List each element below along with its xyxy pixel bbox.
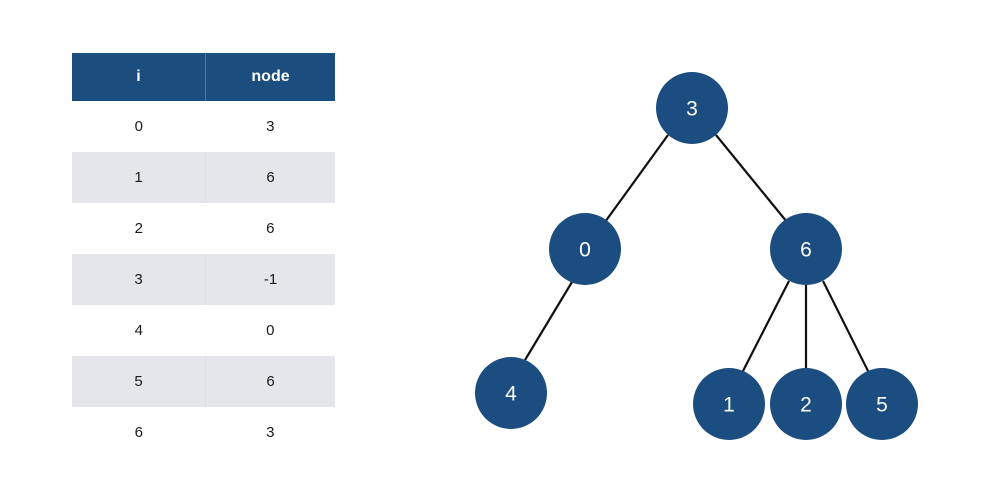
node-parent-table: i node 0 3 1 6 2 6 3 -1 xyxy=(72,53,335,458)
column-header-i: i xyxy=(72,53,206,101)
table-body: 0 3 1 6 2 6 3 -1 4 0 xyxy=(72,101,335,458)
cell-node: 6 xyxy=(205,152,335,203)
tree-node-label: 1 xyxy=(723,394,735,417)
tree-node-root[interactable]: 3 xyxy=(656,72,728,144)
cell-node: 0 xyxy=(205,305,335,356)
tree-node-circle[interactable] xyxy=(770,368,842,440)
tree-edge-6-1 xyxy=(742,280,790,372)
table-header: i node xyxy=(72,53,335,101)
cell-node: -1 xyxy=(205,254,335,305)
tree-edges xyxy=(524,134,869,372)
tree-node-leaf-1[interactable]: 1 xyxy=(693,368,765,440)
cell-index: 0 xyxy=(72,101,206,152)
table-row: 6 3 xyxy=(72,407,335,458)
tree-edge-6-5 xyxy=(822,280,869,372)
cell-index: 6 xyxy=(72,407,206,458)
data-table: i node 0 3 1 6 2 6 3 -1 xyxy=(72,53,335,458)
cell-index: 2 xyxy=(72,203,206,254)
tree-node-right-child[interactable]: 6 xyxy=(770,213,842,285)
tree-edge-3-6 xyxy=(715,134,788,223)
cell-index: 3 xyxy=(72,254,206,305)
cell-index: 4 xyxy=(72,305,206,356)
cell-node: 6 xyxy=(205,356,335,407)
tree-node-circle[interactable] xyxy=(846,368,918,440)
tree-edge-3-0 xyxy=(604,134,669,223)
table-row: 4 0 xyxy=(72,305,335,356)
tree-node-circle[interactable] xyxy=(656,72,728,144)
tree-node-label: 4 xyxy=(505,383,517,406)
cell-node: 3 xyxy=(205,101,335,152)
tree-node-label: 6 xyxy=(800,239,812,262)
table-header-row: i node xyxy=(72,53,335,101)
table-row: 1 6 xyxy=(72,152,335,203)
tree-node-circle[interactable] xyxy=(549,213,621,285)
cell-index: 5 xyxy=(72,356,206,407)
tree-node-left-child[interactable]: 0 xyxy=(549,213,621,285)
tree-node-label: 2 xyxy=(800,394,812,417)
tree-node-circle[interactable] xyxy=(475,357,547,429)
cell-index: 1 xyxy=(72,152,206,203)
tree-node-leaf-2[interactable]: 2 xyxy=(770,368,842,440)
tree-nodes: 3 0 6 4 1 xyxy=(475,72,918,440)
tree-edge-0-4 xyxy=(524,281,573,361)
tree-node-label: 5 xyxy=(876,394,888,417)
table-row: 5 6 xyxy=(72,356,335,407)
column-header-node: node xyxy=(205,53,335,101)
cell-node: 3 xyxy=(205,407,335,458)
cell-node: 6 xyxy=(205,203,335,254)
table-row: 0 3 xyxy=(72,101,335,152)
tree-node-label: 0 xyxy=(579,239,591,262)
table-row: 2 6 xyxy=(72,203,335,254)
tree-node-leaf-4[interactable]: 4 xyxy=(475,357,547,429)
table-row: 3 -1 xyxy=(72,254,335,305)
tree-node-circle[interactable] xyxy=(770,213,842,285)
tree-node-label: 3 xyxy=(686,98,698,121)
tree-node-leaf-5[interactable]: 5 xyxy=(846,368,918,440)
tree-node-circle[interactable] xyxy=(693,368,765,440)
